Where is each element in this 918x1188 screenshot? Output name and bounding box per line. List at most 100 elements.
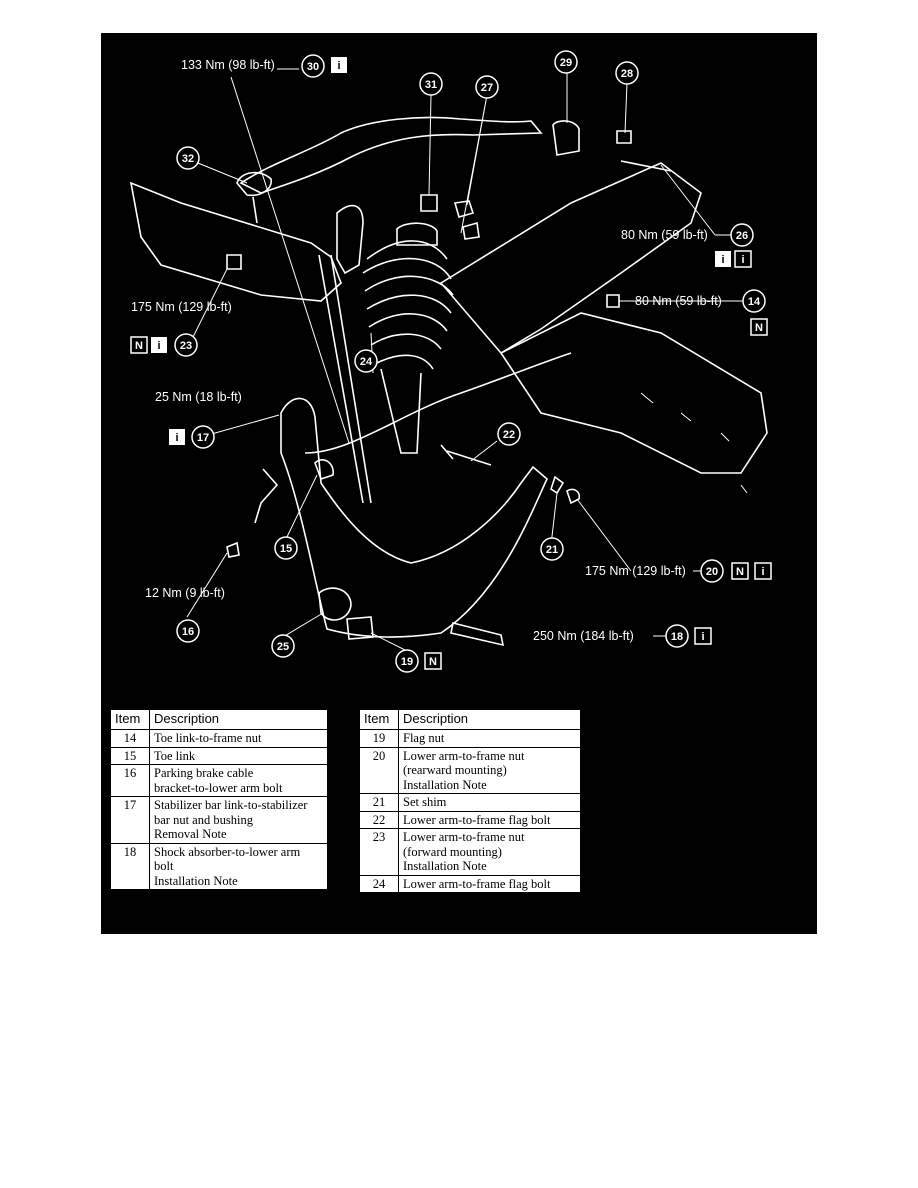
legend-row: 23 Lower arm-to-frame nut (forward mount… (359, 828, 581, 876)
new-part-tag-icon (130, 336, 148, 354)
stabilizer-bar (304, 352, 572, 454)
flag-bolt-22 (440, 444, 492, 466)
svg-text:32: 32 (182, 153, 194, 165)
svg-text:14: 14 (748, 296, 761, 308)
bushing-14 (606, 294, 620, 308)
svg-text:N: N (135, 340, 143, 352)
svg-text:175 Nm (129 lb-ft): 175 Nm (129 lb-ft) (131, 300, 232, 314)
description-column-header: Description (149, 709, 328, 730)
info-tag-icon (715, 251, 731, 267)
svg-text:15: 15 (280, 543, 292, 555)
callout-31: 31 (419, 72, 443, 96)
legend-row: 20 Lower arm-to-frame nut (rearward moun… (359, 746, 581, 794)
svg-text:31: 31 (425, 79, 437, 91)
nut-31 (420, 194, 438, 212)
svg-text:i: i (337, 60, 340, 72)
svg-text:27: 27 (481, 82, 493, 94)
svg-text:80 Nm (59 lb-ft): 80 Nm (59 lb-ft) (621, 228, 708, 242)
nut-28 (616, 130, 632, 144)
legend-header-row: Item Description (110, 709, 328, 730)
svg-text:i: i (761, 566, 764, 578)
legend-row: 18 Shock absorber-to-lower arm bolt Inst… (110, 842, 328, 890)
svg-text:N: N (736, 566, 744, 578)
info-tag-icon (169, 429, 185, 445)
info-tag-icon (694, 627, 712, 645)
bushing-29 (552, 120, 580, 156)
callout-18: 250 Nm (184 lb-ft) 18 i (533, 624, 712, 648)
info-tag-icon (754, 562, 772, 580)
legend-description: Lower arm-to-frame nut (forward mounting… (398, 828, 581, 876)
svg-text:20: 20 (706, 566, 718, 578)
item-column-header: Item (110, 709, 150, 730)
steering-knuckle (336, 204, 364, 275)
callout-24: 24 (354, 349, 378, 373)
svg-text:26: 26 (736, 230, 748, 242)
svg-text:28: 28 (621, 68, 633, 80)
legend-row: 16 Parking brake cable bracket-to-lower … (110, 764, 328, 797)
toe-link-15 (314, 459, 334, 481)
svg-text:17: 17 (197, 432, 209, 444)
callout-20: 175 Nm (129 lb-ft) 20 N i (585, 559, 772, 583)
legend-description: Lower arm-to-frame flag bolt (398, 874, 581, 893)
legend-item: 19 (359, 729, 399, 748)
bolt-26 (620, 160, 672, 172)
callout-30: 133 Nm (98 lb-ft) 30 i (181, 54, 347, 78)
legend-description: Lower arm-to-frame flag bolt (398, 810, 581, 829)
svg-text:80 Nm (59 lb-ft): 80 Nm (59 lb-ft) (635, 294, 722, 308)
svg-text:23: 23 (180, 340, 192, 352)
stabilizer-link (318, 254, 372, 504)
callout-27: 27 (475, 75, 499, 99)
legend-row: 21 Set shim (359, 793, 581, 812)
legend-description: Shock absorber-to-lower arm bolt Install… (149, 842, 328, 890)
svg-text:25 Nm (18 lb-ft): 25 Nm (18 lb-ft) (155, 390, 242, 404)
legend-item: 16 (110, 764, 150, 797)
svg-text:21: 21 (546, 544, 558, 556)
legend-description: Toe link-to-frame nut (149, 729, 328, 748)
legend-item: 18 (110, 842, 150, 890)
legend-row: 17 Stabilizer bar link-to-stabilizer bar… (110, 796, 328, 844)
lower-arm-bushing (318, 587, 352, 621)
shock-mount (396, 222, 438, 246)
set-shim (550, 475, 565, 495)
legend-item: 24 (359, 874, 399, 893)
legend-item: 15 (110, 746, 150, 765)
callout-16: 12 Nm (9 lb-ft) 16 (145, 586, 225, 643)
callout-14: 80 Nm (59 lb-ft) 14 N (635, 289, 768, 336)
legend-description: Parking brake cable bracket-to-lower arm… (149, 764, 328, 797)
leader-lines (186, 68, 743, 652)
svg-text:30: 30 (307, 61, 319, 73)
legend-description: Lower arm-to-frame nut (rearward mountin… (398, 746, 581, 794)
svg-text:12 Nm (9 lb-ft): 12 Nm (9 lb-ft) (145, 586, 225, 600)
bolt-16 (226, 541, 240, 558)
callout-22: 22 (497, 422, 521, 446)
legend-row: 14 Toe link-to-frame nut (110, 729, 328, 748)
svg-text:i: i (157, 340, 160, 352)
svg-text:24: 24 (360, 356, 373, 368)
legend-table-right: Item Description 19 Flag nut 20 Lower ar… (359, 709, 581, 893)
info-tag-icon (151, 337, 167, 353)
coil-spring (362, 240, 454, 370)
legend-description: Stabilizer bar link-to-stabilizer bar nu… (149, 796, 328, 844)
legend-row: 15 Toe link (110, 746, 328, 765)
upper-control-arm (239, 116, 543, 194)
legend-description: Flag nut (398, 729, 581, 748)
legend-item: 14 (110, 729, 150, 748)
frame-rail (499, 312, 768, 474)
svg-text:N: N (429, 656, 437, 668)
svg-text:N: N (755, 322, 763, 334)
callout-17: 25 Nm (18 lb-ft) i 17 (155, 390, 242, 449)
svg-text:22: 22 (503, 429, 515, 441)
legend-item: 21 (359, 793, 399, 812)
info-tag-icon (331, 57, 347, 73)
legend-description: Toe link (149, 746, 328, 765)
callout-29: 29 (554, 50, 578, 74)
washers-27 (453, 200, 480, 240)
svg-text:25: 25 (277, 641, 289, 653)
item-column-header: Item (359, 709, 399, 730)
svg-text:i: i (721, 254, 724, 266)
legend-description: Set shim (398, 793, 581, 812)
legend-item: 17 (110, 796, 150, 844)
legend-item: 20 (359, 746, 399, 794)
new-part-tag-icon (731, 562, 749, 580)
svg-text:133 Nm (98 lb-ft): 133 Nm (98 lb-ft) (181, 58, 275, 72)
